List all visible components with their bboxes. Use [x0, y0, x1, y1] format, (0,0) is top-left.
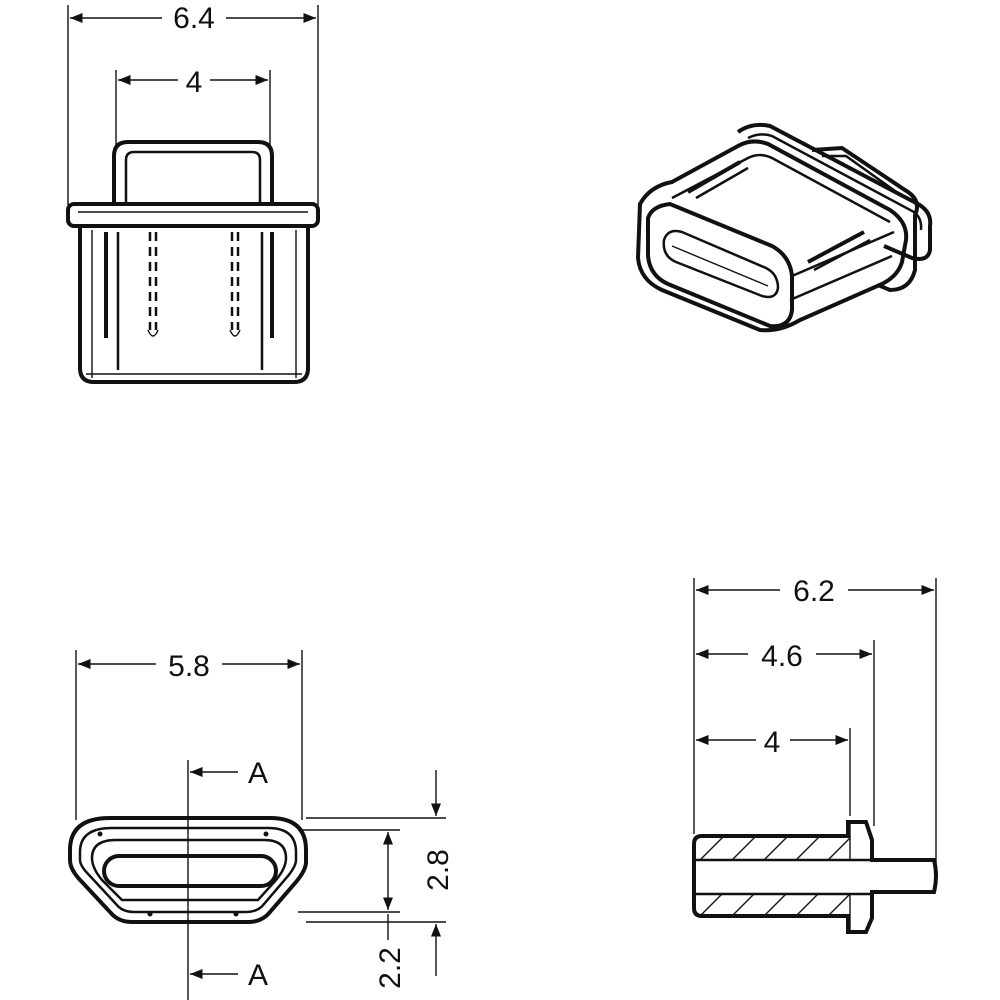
dim-front-overall-width: 6.4: [173, 2, 215, 35]
dim-height-inner: 2.2: [374, 947, 407, 989]
dim-side-inner: 4: [764, 726, 781, 759]
front-view: [66, 5, 320, 384]
isometric-view: [635, 122, 933, 333]
section-label-bottom: A: [248, 959, 268, 992]
dim-front-handle-width: 4: [186, 66, 203, 99]
dim-side-mid: 4.6: [761, 640, 803, 673]
section-label-top: A: [248, 757, 268, 790]
dim-bottom-width: 5.8: [168, 650, 210, 683]
bottom-view: [68, 650, 446, 1000]
dim-height-outer: 2.8: [422, 849, 455, 891]
section-side-view: [692, 578, 938, 934]
dim-side-overall: 6.2: [793, 575, 835, 608]
